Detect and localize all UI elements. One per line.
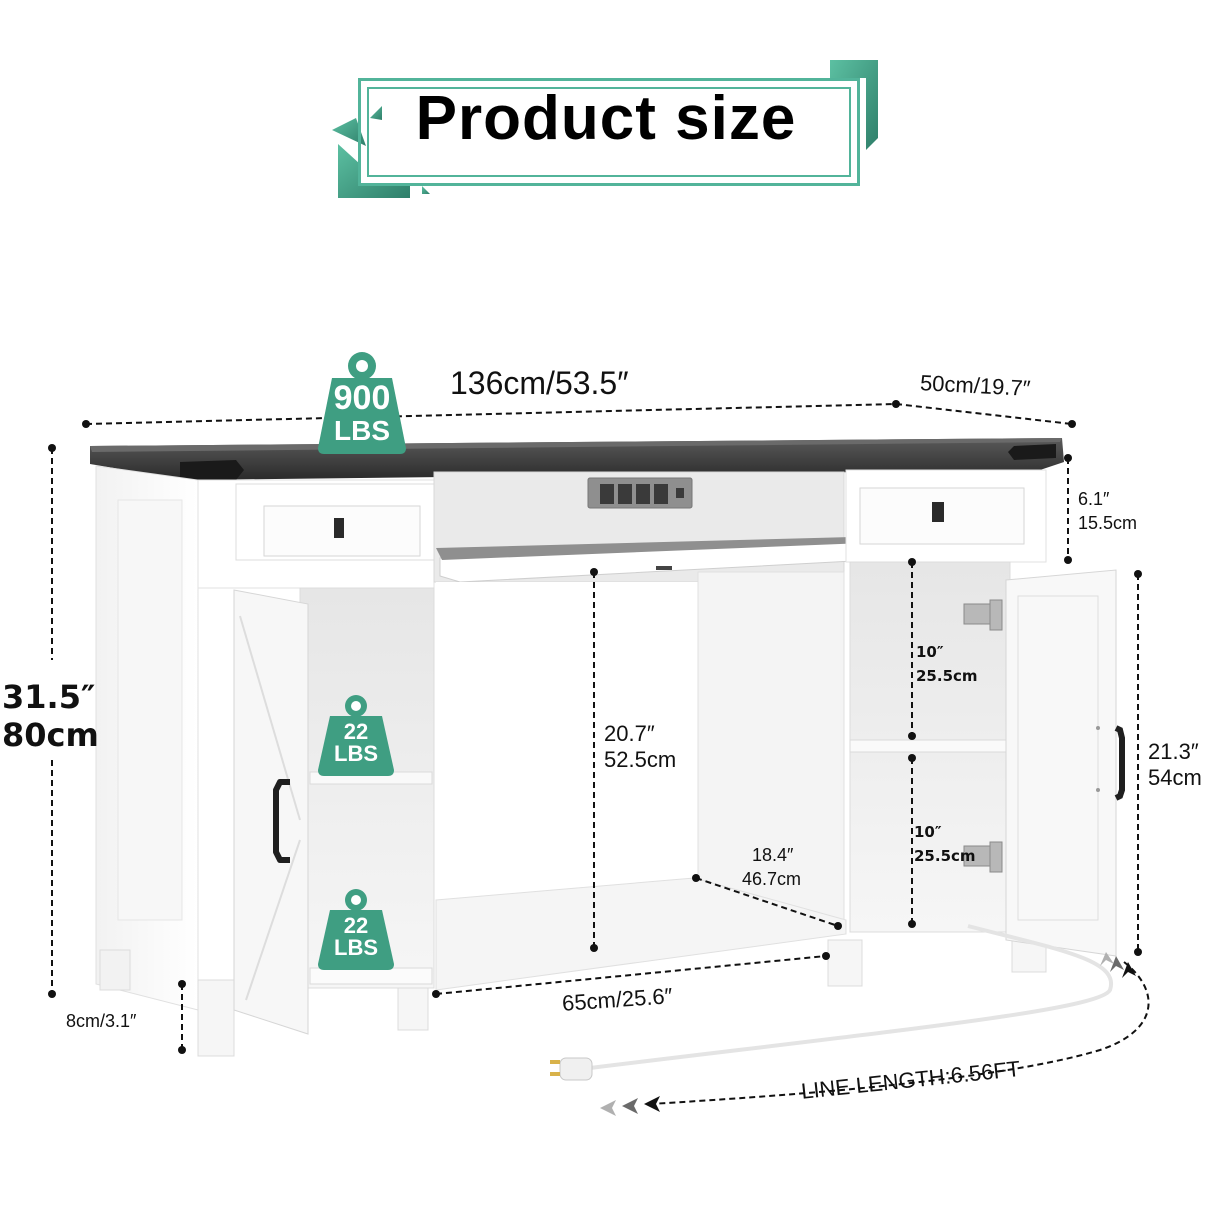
left-door-handle [273,779,290,863]
center-depth-cm-label: 46.7cm [742,869,802,889]
center-depth-in-label: 18.4″ [752,845,794,865]
right-shelf-lower-in-label: 10″ [914,823,942,841]
door-height-cm-label: 54cm [1148,765,1202,790]
weight-icon [318,889,394,970]
banner-decoration-icon [332,60,878,198]
weight-value: 22 [343,719,369,744]
right-shelf-lower-cm-label: 25.5cm [914,847,976,865]
leg-height-label: 8cm/3.1″ [66,1011,137,1031]
plug-icon [550,1057,593,1081]
power-cord [589,924,1114,1070]
height-cm-label: 80cm [2,716,99,754]
weight-unit: LBS [334,935,378,960]
title-frame [358,78,860,186]
center-height-in-label: 20.7″ [604,721,655,746]
right-shelf-upper-in-label: 10″ [916,643,944,661]
right-door-handle [1114,725,1125,801]
weight-badge-shelf-lower: 22 LBS [316,886,396,970]
weight-icon [318,695,394,776]
arrow-icon [600,952,1136,1116]
weight-icon [318,352,406,454]
weight-badge-top: 900 LBS [316,348,408,454]
weight-badge-shelf-upper: 22 LBS [316,692,396,776]
hinge-icon [963,599,1003,873]
left-door [233,589,309,1035]
left-drawer-knob [334,518,344,538]
right-shelf-upper-cm-label: 25.5cm [916,667,978,685]
title-banner: Product size [330,58,882,200]
center-height-cm-label: 52.5cm [604,747,677,772]
door-height-in-label: 21.3″ [1148,739,1199,764]
weight-unit: LBS [334,741,378,766]
weight-value: 900 [333,379,391,417]
weight-unit: LBS [334,415,390,446]
right-door [1005,569,1117,957]
page-title: Product size [415,84,797,153]
height-in-label: 31.5″ [2,678,96,716]
width-label: 136cm/53.5″ [450,365,629,401]
right-drawer-knob [932,502,944,522]
drawer-height-in-label: 6.1″ [1078,489,1110,509]
drawer-height-cm-label: 15.5cm [1078,513,1138,533]
weight-value: 22 [343,913,369,938]
